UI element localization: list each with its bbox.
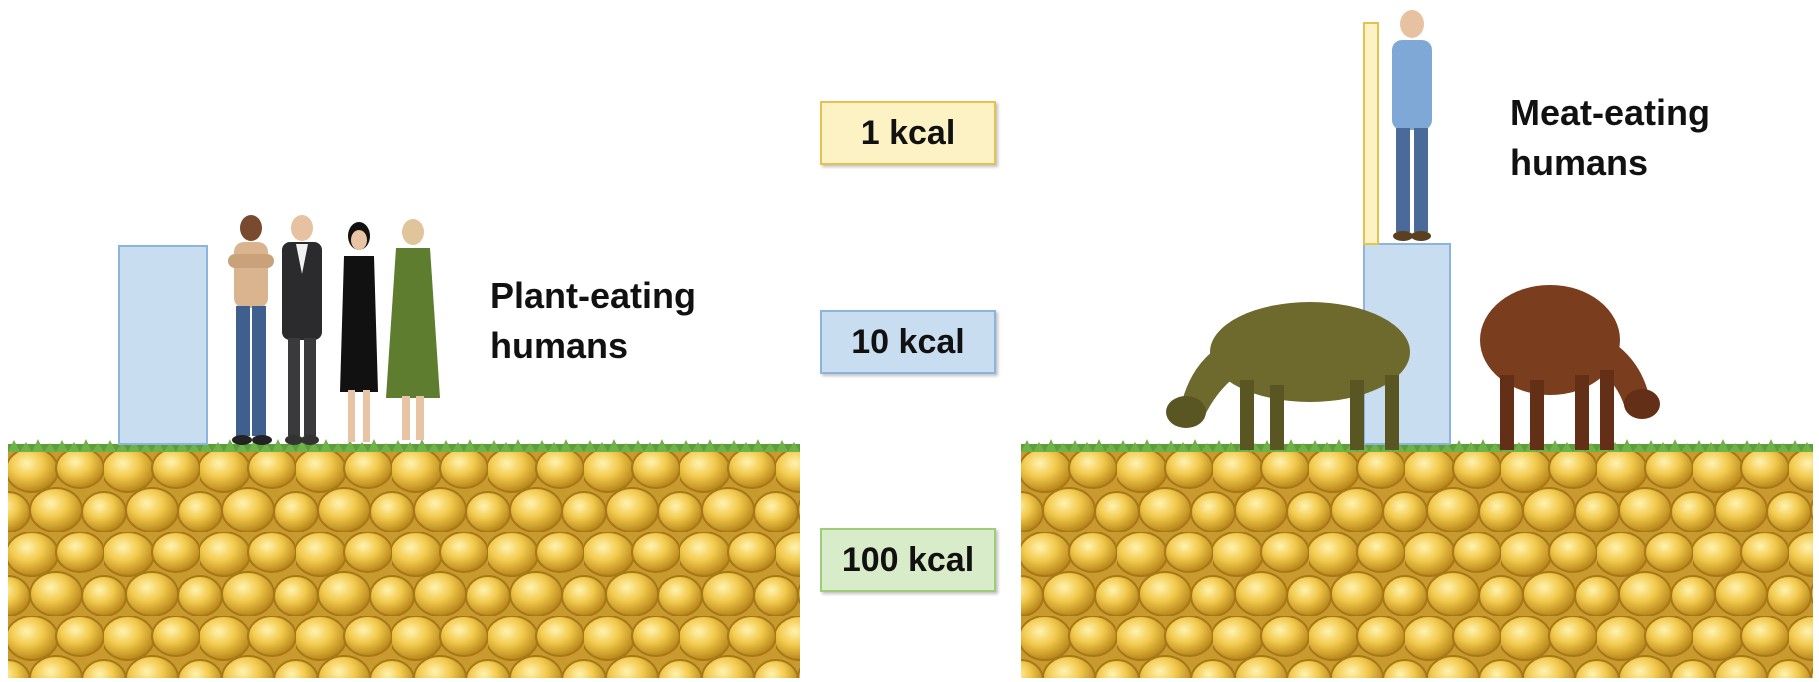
energy-level-10kcal: 10 kcal xyxy=(820,310,996,374)
energy-bar-10kcal-left xyxy=(118,245,208,445)
cow-icon xyxy=(1470,280,1670,455)
energy-bar-1kcal-right xyxy=(1363,22,1379,245)
corn-panel-left xyxy=(8,448,800,678)
corn-kernels-icon xyxy=(1021,448,1813,678)
energy-level-1kcal: 1 kcal xyxy=(820,101,996,165)
cow-icon xyxy=(1160,290,1420,455)
meat-eating-humans-label: Meat-eating humans xyxy=(1510,88,1710,188)
corn-panel-right xyxy=(1021,448,1813,678)
human-figure-icon xyxy=(1380,8,1444,244)
human-figure-icon xyxy=(380,218,446,454)
human-figure-icon xyxy=(332,222,386,454)
energy-level-100kcal: 100 kcal xyxy=(820,528,996,592)
corn-kernels-icon xyxy=(8,448,800,678)
human-figure-icon xyxy=(272,214,332,454)
plant-eating-humans-label: Plant-eating humans xyxy=(490,271,696,371)
